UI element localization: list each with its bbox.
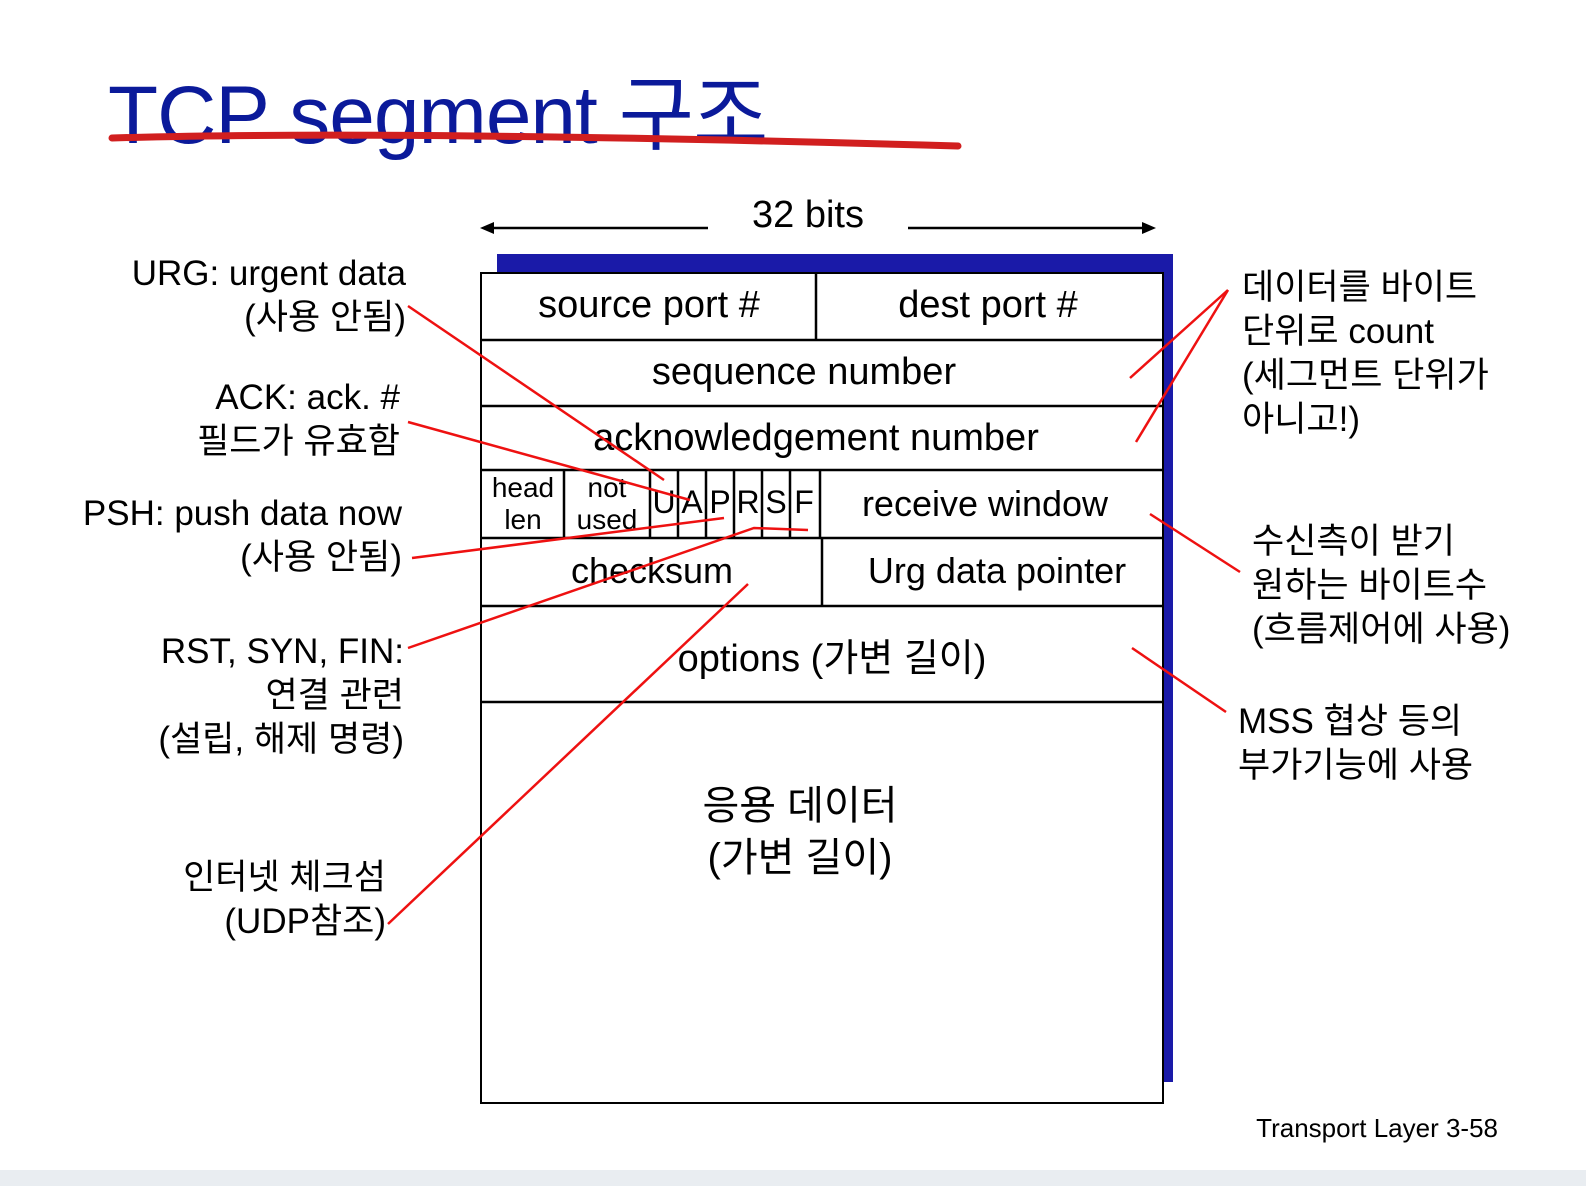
pointer-psh (411, 516, 725, 560)
note-checksum: 인터넷 체크섬 (UDP참조) (183, 858, 386, 941)
flag-ack: A (681, 484, 703, 520)
flag-fin: F (794, 484, 814, 520)
pointer-options (1131, 646, 1227, 714)
pointer-window (1149, 512, 1241, 574)
flag-psh: P (709, 484, 731, 520)
segment-grid (480, 272, 1164, 704)
field-urg-pointer: Urg data pointer (867, 550, 1127, 591)
segment-box (480, 272, 1164, 1104)
field-receive-window: receive window (861, 483, 1109, 524)
flag-urg: U (652, 484, 676, 520)
title-underline (108, 131, 962, 150)
pointer-ack (407, 420, 691, 502)
arrow-left-icon (480, 222, 494, 234)
note-options-mss: MSS 협상 등의 부가기능에 사용 (1238, 702, 1474, 785)
pointer-urg (407, 304, 665, 482)
field-dest-port: dest port # (898, 283, 1078, 326)
flag-syn: S (765, 484, 787, 520)
field-sequence-number: sequence number (651, 350, 957, 393)
field-source-port: source port # (538, 283, 760, 326)
pointer-rst-syn-fin (407, 526, 809, 650)
note-rst-syn-fin: RST, SYN, FIN: 연결 관련 (설립, 해제 명령) (158, 632, 404, 759)
note-psh: PSH: push data now (사용 안됨) (82, 494, 402, 577)
page-title: TCP segment 구조 (108, 70, 768, 161)
bottom-strip (0, 1170, 1586, 1186)
field-head-len: head len (491, 472, 555, 535)
note-receive-window: 수신측이 받기 원하는 바이트수 (흐름제어에 사용) (1252, 522, 1511, 649)
pointer-checksum (387, 583, 749, 925)
field-options: options (가변 길이) (677, 637, 987, 680)
field-app-data: 응용 데이터 (가변 길이) (702, 784, 898, 880)
field-ack-number: acknowledgement number (593, 416, 1039, 459)
pointer-count-seq (1129, 289, 1229, 379)
field-checksum: checksum (570, 550, 734, 591)
note-byte-count: 데이터를 바이트 단위로 count (세그먼트 단위가 아니고!) (1242, 268, 1489, 439)
pointer-count-ack (1134, 289, 1230, 443)
width-arrows (480, 222, 1156, 234)
flag-rst: R (736, 484, 760, 520)
slide-footer: Transport Layer 3-58 (1256, 1113, 1498, 1143)
note-ack: ACK: ack. # 필드가 유효함 (197, 378, 400, 461)
note-urg: URG: urgent data (사용 안됨) (131, 254, 406, 337)
arrow-right-icon (1142, 222, 1156, 234)
width-label: 32 bits (752, 194, 864, 236)
